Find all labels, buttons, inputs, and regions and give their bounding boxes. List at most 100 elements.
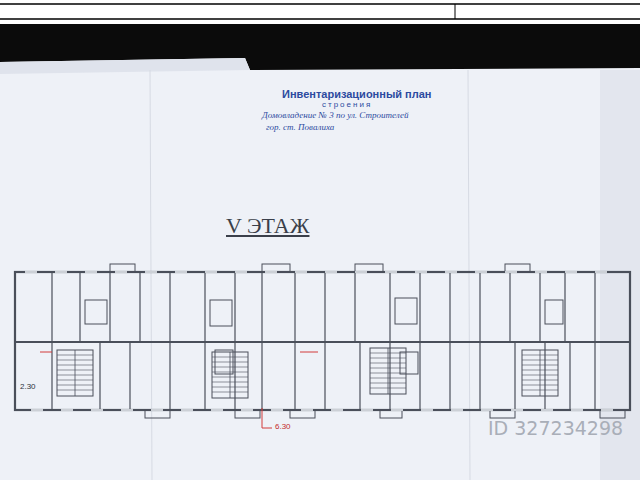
- partition-wall: [261, 272, 262, 342]
- level-mark-label: 6.30: [275, 423, 291, 432]
- window: [325, 271, 337, 273]
- red-mark: [300, 352, 318, 353]
- partition-wall: [324, 272, 325, 342]
- balcony: [145, 410, 170, 418]
- window: [475, 271, 487, 273]
- partition-wall: [544, 342, 545, 410]
- window: [31, 409, 43, 411]
- partition-wall: [359, 342, 360, 410]
- window: [295, 271, 307, 273]
- partition-wall: [79, 272, 80, 342]
- window: [541, 409, 553, 411]
- bathroom: [395, 298, 417, 324]
- partition-wall: [234, 272, 235, 342]
- window: [55, 271, 67, 273]
- partition-wall: [569, 342, 570, 410]
- partition-wall: [539, 272, 540, 342]
- window: [115, 271, 127, 273]
- partition-wall: [204, 342, 205, 410]
- window: [151, 409, 163, 411]
- balcony: [110, 264, 135, 272]
- partition-wall: [449, 272, 450, 342]
- staircase: [522, 350, 558, 396]
- window: [241, 409, 253, 411]
- window: [595, 271, 607, 273]
- stamp-line: строения: [322, 101, 372, 110]
- partition-wall: [389, 342, 390, 410]
- balcony: [355, 264, 383, 272]
- window: [451, 409, 463, 411]
- window: [535, 271, 547, 273]
- window: [571, 409, 583, 411]
- partition-wall: [109, 272, 110, 342]
- watermark: ID 327234298: [488, 418, 623, 439]
- window: [481, 409, 493, 411]
- fold-line: [468, 70, 470, 480]
- stair-rail: [75, 350, 76, 396]
- partition-wall: [51, 272, 52, 342]
- paper-sheet: [0, 58, 640, 480]
- window: [85, 271, 97, 273]
- partition-wall: [564, 272, 565, 342]
- spine-wall: [15, 341, 630, 343]
- window: [415, 271, 427, 273]
- stamp-line: гор. ст. Повалиха: [266, 123, 334, 133]
- partition-wall: [204, 272, 205, 342]
- partition-wall: [169, 272, 170, 342]
- paper-fold: [0, 58, 250, 74]
- partition-wall: [449, 342, 450, 410]
- partition-wall: [294, 272, 295, 342]
- staircase: [212, 352, 248, 398]
- window: [445, 271, 457, 273]
- window: [235, 271, 247, 273]
- stamp-heading: Инвентаризационный план: [282, 88, 432, 100]
- window: [181, 409, 193, 411]
- window: [301, 409, 313, 411]
- bathroom: [545, 300, 563, 324]
- table-line: [0, 3, 640, 5]
- partition-wall: [509, 272, 510, 342]
- partition-wall: [129, 342, 130, 410]
- window: [361, 409, 373, 411]
- stamp-line: Домовладение № 3 по ул. Строителей: [262, 111, 408, 121]
- table-line: [455, 4, 456, 19]
- bathroom: [85, 300, 107, 324]
- balcony: [235, 410, 260, 418]
- floor-title: V ЭТАЖ: [226, 214, 309, 238]
- top-strip: [0, 0, 640, 24]
- partition-wall: [354, 272, 355, 342]
- window: [511, 409, 523, 411]
- partition-wall: [139, 272, 140, 342]
- window: [601, 409, 613, 411]
- window: [565, 271, 577, 273]
- staircase: [370, 348, 406, 394]
- window: [421, 409, 433, 411]
- balcony: [600, 410, 625, 418]
- window: [271, 409, 283, 411]
- partition-wall: [419, 342, 420, 410]
- window: [61, 409, 73, 411]
- window: [331, 409, 343, 411]
- bathroom: [210, 300, 232, 326]
- window: [385, 271, 397, 273]
- staircase: [57, 350, 93, 396]
- partition-wall: [324, 342, 325, 410]
- level-mark: [262, 408, 272, 428]
- partition-wall: [389, 272, 390, 342]
- partition-wall: [594, 342, 595, 410]
- stair-rail: [230, 352, 231, 398]
- red-mark: [40, 352, 52, 353]
- window: [91, 409, 103, 411]
- partition-wall: [169, 342, 170, 410]
- outer-wall: [15, 272, 630, 410]
- balcony: [262, 264, 290, 272]
- balcony: [290, 410, 315, 418]
- level-mark-label: 2.30: [20, 383, 36, 392]
- partition-wall: [294, 342, 295, 410]
- partition-wall: [261, 342, 262, 410]
- stair-rail: [540, 350, 541, 396]
- partition-wall: [594, 272, 595, 342]
- partition-wall: [419, 272, 420, 342]
- balcony: [490, 410, 515, 418]
